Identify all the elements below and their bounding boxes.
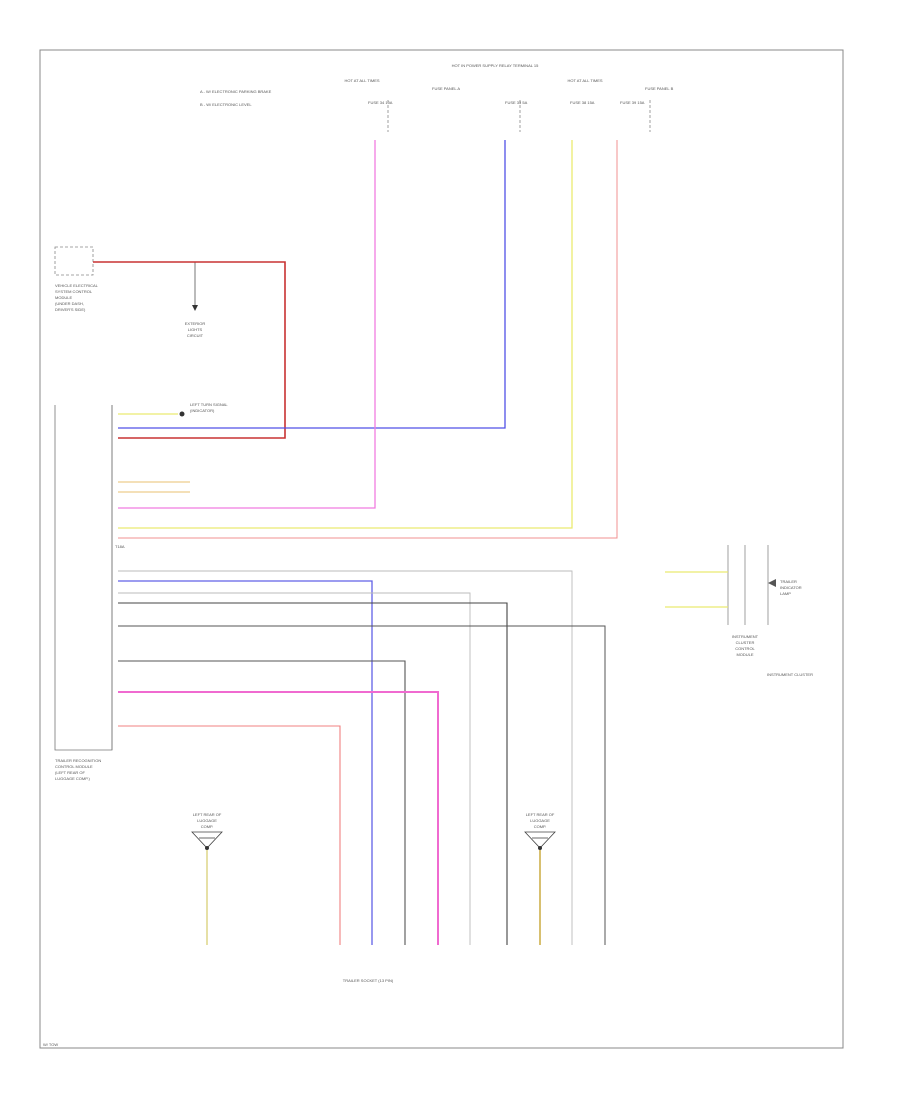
wire-red-bottom [118, 725, 341, 945]
wire-black-1 [118, 602, 508, 945]
svg-text:COMP.: COMP. [201, 824, 214, 829]
svg-text:LIGHTS: LIGHTS [188, 327, 203, 332]
vehicle-electrical-module-label: VEHICLE ELECTRICAL SYSTEM CONTROL MODULE… [55, 283, 99, 312]
instrument-cluster-label: INSTRUMENT CLUSTER [767, 672, 813, 677]
trailer-socket-label: TRAILER SOCKET (13 PIN) [343, 978, 394, 983]
wire-gray-2 [118, 592, 471, 945]
svg-text:CONTROL MODULE: CONTROL MODULE [55, 764, 93, 769]
left-ground-label: LEFT REAR OF LUGGAGE COMP. [193, 812, 222, 829]
svg-text:LEFT TURN SIGNAL: LEFT TURN SIGNAL [190, 402, 228, 407]
wire-black-3 [118, 660, 406, 945]
svg-text:VEHICLE ELECTRICAL: VEHICLE ELECTRICAL [55, 283, 99, 288]
ground-right-icon [524, 831, 556, 850]
legend-line-2: B - W/ ELECTRONIC LEVEL [200, 102, 252, 107]
fuse-34-label: FUSE 34 10A [368, 100, 393, 105]
svg-text:(INDICATOR): (INDICATOR) [190, 408, 215, 413]
svg-text:(LEFT REAR OF: (LEFT REAR OF [55, 770, 85, 775]
right-ground-label: LEFT REAR OF LUGGAGE COMP. [526, 812, 555, 829]
diagram-frame [39, 49, 844, 1049]
cluster-module-label: INSTRUMENT CLUSTER CONTROL MODULE [732, 634, 759, 657]
trailer-control-module-label: TRAILER RECOGNITION CONTROL MODULE (LEFT… [55, 758, 101, 781]
legend-line-1: A - W/ ELECTRONIC PARKING BRAKE [200, 89, 272, 94]
exterior-lights-label: EXTERIOR LIGHTS CIRCUIT [185, 321, 206, 338]
ground-left-icon [191, 831, 223, 850]
svg-text:MODULE: MODULE [55, 295, 72, 300]
power-supply-label: HOT IN POWER SUPPLY RELAY TERMINAL 15 [452, 63, 540, 68]
svg-text:LUGGAGE: LUGGAGE [530, 818, 550, 823]
svg-text:LUGGAGE: LUGGAGE [197, 818, 217, 823]
svg-text:EXTERIOR: EXTERIOR [185, 321, 206, 326]
fuse-hot2-label: HOT AT ALL TIMES [567, 78, 602, 83]
trailer-indicator-icon [768, 579, 776, 587]
svg-text:(UNDER DASH,: (UNDER DASH, [55, 301, 84, 306]
exterior-lights-arrow-icon [192, 305, 198, 311]
svg-text:TRAILER RECOGNITION: TRAILER RECOGNITION [55, 758, 101, 763]
wire-black-2 [118, 625, 606, 945]
trailer-control-module-box [54, 405, 113, 751]
fuse-39-label: FUSE 39 15A [620, 100, 645, 105]
svg-text:MODULE: MODULE [736, 652, 753, 657]
wire-lightred [118, 140, 618, 539]
fuse-33-label: FUSE 33 5A [505, 100, 528, 105]
left-turn-lamp-icon [179, 411, 185, 417]
left-turn-lamp-label: LEFT TURN SIGNAL (INDICATOR) [190, 402, 228, 413]
fuse-panel-b-label: FUSE PANEL B [645, 86, 674, 91]
svg-text:TRAILER: TRAILER [780, 579, 797, 584]
footer-label: W/ TOW [43, 1042, 58, 1047]
svg-text:DRIVER'S SIDE): DRIVER'S SIDE) [55, 307, 86, 312]
svg-text:SYSTEM CONTROL: SYSTEM CONTROL [55, 289, 93, 294]
connector-label: T18A [115, 544, 125, 549]
wire-red [93, 261, 286, 439]
wire-pink-top [118, 140, 376, 509]
svg-text:COMP.: COMP. [534, 824, 547, 829]
svg-text:LAMP: LAMP [780, 591, 791, 596]
wire-blue-top [118, 140, 506, 429]
trailer-indicator-label: TRAILER INDICATOR LAMP [780, 579, 802, 596]
vehicle-electrical-module-box [54, 246, 94, 276]
wire-blue-bottom [118, 580, 373, 945]
svg-text:CIRCUIT: CIRCUIT [187, 333, 204, 338]
svg-text:INSTRUMENT: INSTRUMENT [732, 634, 759, 639]
fuse-hot1-label: HOT AT ALL TIMES [344, 78, 379, 83]
svg-text:INDICATOR: INDICATOR [780, 585, 802, 590]
fuse-panel-a-label: FUSE PANEL A [432, 86, 460, 91]
wire-yellow [118, 140, 573, 529]
svg-text:LUGGAGE COMP.): LUGGAGE COMP.) [55, 776, 90, 781]
svg-text:CONTROL: CONTROL [735, 646, 755, 651]
fuse-38-label: FUSE 38 15A [570, 100, 595, 105]
svg-text:CLUSTER: CLUSTER [736, 640, 755, 645]
svg-text:LEFT REAR OF: LEFT REAR OF [526, 812, 555, 817]
svg-text:LEFT REAR OF: LEFT REAR OF [193, 812, 222, 817]
wire-pink-bottom [118, 691, 439, 945]
wire-gray-1 [118, 570, 573, 945]
